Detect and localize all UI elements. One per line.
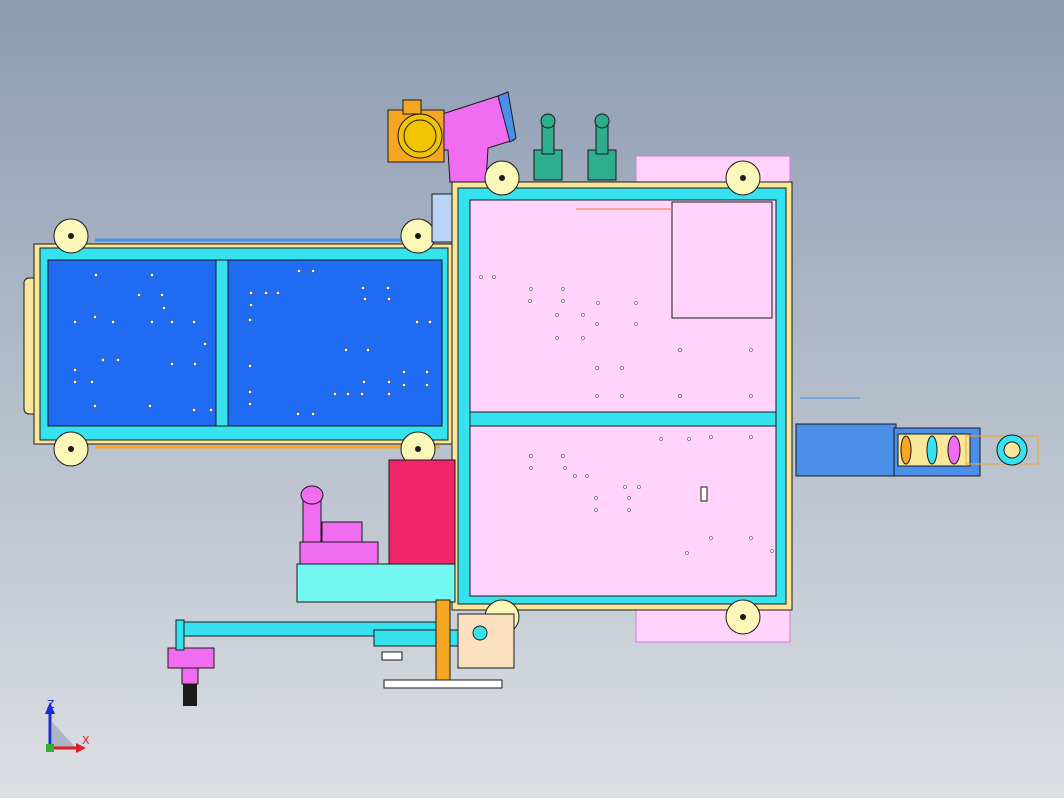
- top-fittings: [533, 113, 617, 181]
- pink-rail-bottom: [635, 609, 791, 643]
- pink-rail-top: [635, 155, 791, 187]
- z-axis-label: Z: [47, 698, 55, 711]
- x-axis-label: X: [82, 734, 90, 747]
- lower-left-assembly[interactable]: [167, 459, 515, 706]
- left-blue-module[interactable]: [23, 238, 455, 449]
- coordinate-triad-arrows: [45, 702, 86, 753]
- right-pink-module[interactable]: [431, 181, 793, 611]
- left-module-wheels: [53, 218, 436, 467]
- right-actuator[interactable]: [795, 397, 1039, 477]
- coordinate-triad: Z X: [38, 696, 98, 756]
